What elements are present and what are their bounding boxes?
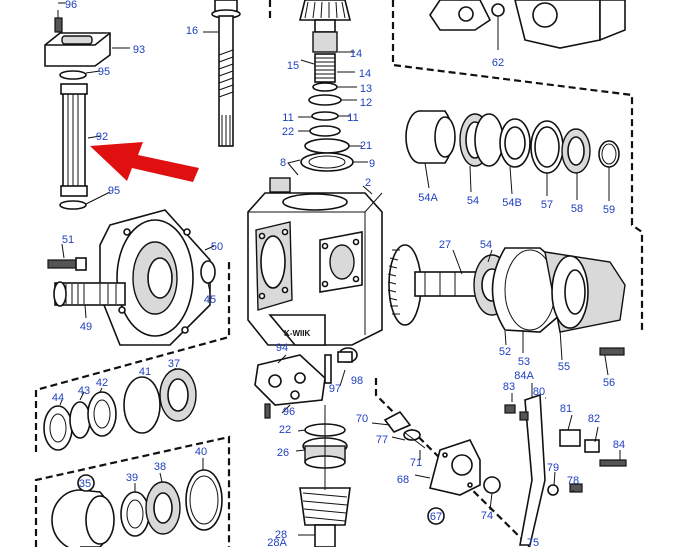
lower-left-seal-group bbox=[43, 368, 197, 451]
part-label-93: 93 bbox=[133, 44, 145, 56]
part-label-58: 58 bbox=[571, 203, 583, 215]
part-label-67: 67 bbox=[430, 511, 442, 523]
part-label-42: 42 bbox=[96, 377, 108, 389]
part-label-54B: 54B bbox=[502, 197, 522, 209]
part-label-95: 95 bbox=[98, 66, 110, 78]
part-label-71: 71 bbox=[410, 457, 422, 469]
part-label-15: 15 bbox=[287, 60, 299, 72]
part-label-28: 28 bbox=[275, 529, 287, 541]
part-label-78: 78 bbox=[567, 475, 579, 487]
part-label-39: 39 bbox=[126, 472, 138, 484]
part-label-22: 22 bbox=[282, 126, 294, 138]
part-label-45: 45 bbox=[204, 294, 216, 306]
part-label-97: 97 bbox=[329, 383, 341, 395]
housing-marking: K-WIIK bbox=[284, 329, 310, 338]
part-label-38: 38 bbox=[154, 461, 166, 473]
part-label-41: 41 bbox=[139, 366, 151, 378]
bearing-rings-row bbox=[405, 110, 620, 201]
part-label-28A: 28A bbox=[267, 537, 287, 547]
part-label-92: 92 bbox=[96, 131, 108, 143]
part-label-11: 11 bbox=[282, 112, 293, 124]
group-boundaries bbox=[34, 0, 644, 547]
part-label-96: 96 bbox=[283, 406, 295, 418]
top-right-flange bbox=[429, 0, 626, 50]
part-label-9: 9 bbox=[369, 158, 375, 170]
part-label-94: 94 bbox=[276, 342, 288, 354]
part-label-21: 21 bbox=[360, 140, 372, 152]
part-label-12: 12 bbox=[360, 97, 372, 109]
part-label-54: 54 bbox=[467, 195, 479, 207]
part-label-14: 14 bbox=[359, 68, 371, 80]
part-label-84A: 84A bbox=[514, 370, 534, 382]
part-label-70: 70 bbox=[356, 413, 368, 425]
part-label-53: 53 bbox=[518, 356, 530, 368]
part-label-16: 16 bbox=[186, 25, 198, 37]
lower-left-bearing-group bbox=[51, 458, 223, 547]
part-label-40: 40 bbox=[195, 446, 207, 458]
filter-cover-assembly bbox=[44, 2, 130, 210]
part-label-8: 8 bbox=[280, 157, 286, 169]
part-label-55: 55 bbox=[558, 361, 570, 373]
part-label-13: 13 bbox=[360, 83, 372, 95]
part-label-57: 57 bbox=[541, 199, 553, 211]
part-label-81: 81 bbox=[560, 403, 572, 415]
part-label-26: 26 bbox=[277, 447, 289, 459]
part-label-56: 56 bbox=[603, 377, 615, 389]
part-label-11: 11 bbox=[347, 112, 358, 124]
shaft-16 bbox=[203, 0, 241, 147]
part-label-96: 96 bbox=[65, 0, 77, 11]
lower-right-bracket-assembly bbox=[371, 383, 627, 546]
part-label-75: 75 bbox=[527, 537, 539, 547]
crown-gear-assembly bbox=[387, 244, 626, 376]
part-label-14: 14 bbox=[350, 48, 362, 60]
part-label-62: 62 bbox=[492, 57, 504, 69]
pinion-gear-stack bbox=[287, 0, 368, 176]
lower-center-parts bbox=[254, 347, 358, 547]
part-label-52: 52 bbox=[499, 346, 511, 358]
part-label-59: 59 bbox=[603, 204, 615, 216]
part-label-74: 74 bbox=[481, 510, 493, 522]
part-label-95: 95 bbox=[108, 185, 120, 197]
part-label-51: 51 bbox=[62, 234, 74, 246]
part-label-68: 68 bbox=[397, 474, 409, 486]
part-label-35: 35 bbox=[79, 478, 91, 490]
part-label-54: 54 bbox=[480, 239, 492, 251]
part-label-49: 49 bbox=[80, 321, 92, 333]
part-label-98: 98 bbox=[351, 375, 363, 387]
main-gear-housing: K-WIIK bbox=[247, 177, 383, 346]
part-label-37: 37 bbox=[168, 358, 180, 370]
part-label-82: 82 bbox=[588, 413, 600, 425]
part-label-79: 79 bbox=[547, 462, 559, 474]
part-label-77: 77 bbox=[376, 434, 388, 446]
part-label-22: 22 bbox=[279, 424, 291, 436]
part-label-54A: 54A bbox=[418, 192, 438, 204]
part-label-80: 80 bbox=[533, 386, 545, 398]
part-label-44: 44 bbox=[52, 392, 64, 404]
red-pointer-arrow bbox=[90, 142, 199, 182]
part-label-84: 84 bbox=[613, 439, 625, 451]
left-flange-assembly bbox=[47, 209, 216, 346]
part-label-50: 50 bbox=[211, 241, 223, 253]
part-label-83: 83 bbox=[503, 381, 515, 393]
part-label-27: 27 bbox=[439, 239, 451, 251]
part-label-2: 2 bbox=[365, 177, 371, 189]
part-label-43: 43 bbox=[78, 385, 90, 397]
